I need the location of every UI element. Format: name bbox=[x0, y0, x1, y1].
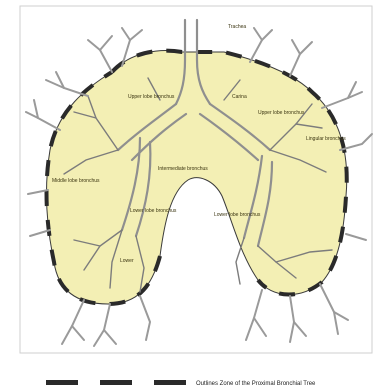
label-lingular: Lingular bronchus bbox=[306, 136, 346, 142]
label-lower-left: Lower lobe bronchus bbox=[130, 208, 177, 214]
label-upper-right: Upper lobe bronchus bbox=[258, 110, 305, 116]
label-intermediate: Intermediate bronchus bbox=[158, 166, 208, 172]
legend-dash-1 bbox=[46, 380, 78, 385]
label-middle-lobe: Middle lobe bronchus bbox=[52, 178, 100, 184]
label-carina: Carina bbox=[232, 94, 247, 100]
legend-dash-2 bbox=[100, 380, 132, 385]
legend-label: Outlines Zone of the Proximal Bronchial … bbox=[196, 381, 316, 387]
legend: Outlines Zone of the Proximal Bronchial … bbox=[46, 380, 316, 387]
label-trachea: Trachea bbox=[228, 24, 246, 30]
label-lower-right: Lower lobe bronchus bbox=[214, 212, 261, 218]
legend-dash-3 bbox=[154, 380, 186, 385]
label-lower: Lower bbox=[120, 258, 134, 264]
label-upper-left: Upper lobe bronchus bbox=[128, 94, 175, 100]
